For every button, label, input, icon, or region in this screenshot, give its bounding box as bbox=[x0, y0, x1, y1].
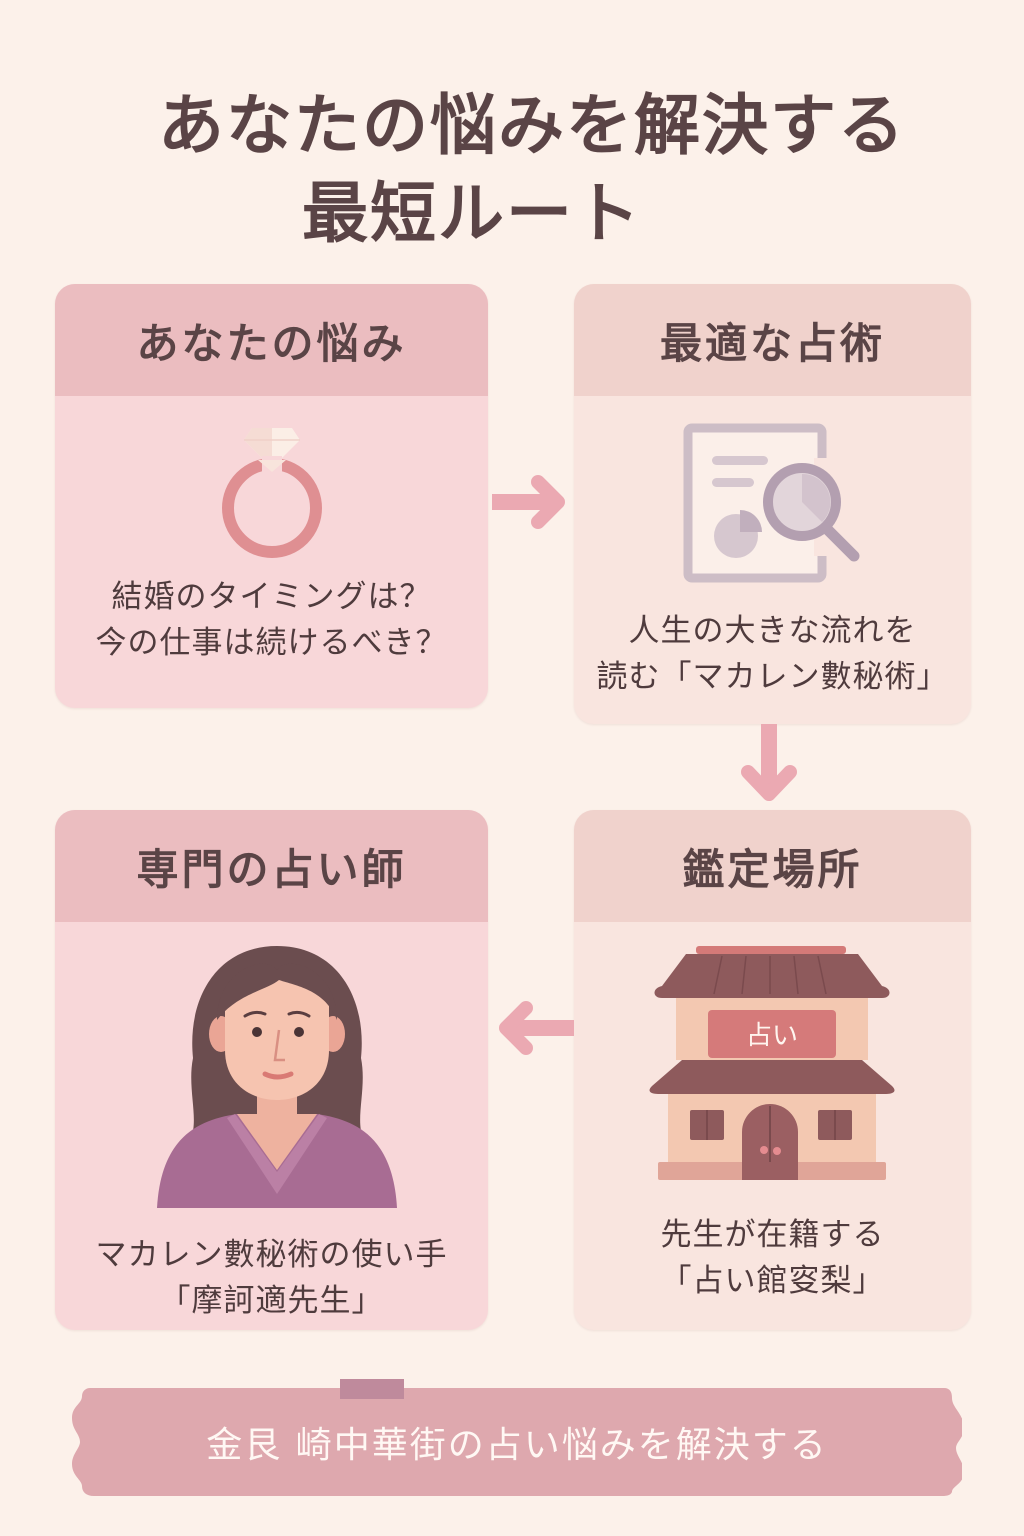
caption-line: 「占い館叜梨」 bbox=[660, 1263, 885, 1299]
step-heading: 専門の占い師 bbox=[55, 810, 488, 922]
arrow-left-icon bbox=[499, 1001, 574, 1055]
caption-line: 「摩訶適先生」 bbox=[159, 1283, 384, 1319]
step-card-fortune-teller: 専門の占い師 マカレン數秘術の使い手 bbox=[55, 810, 488, 1330]
caption-line: マカレン數秘術の使い手 bbox=[95, 1237, 448, 1273]
banner-tab bbox=[340, 1379, 404, 1399]
banner-text: 金艮 崎中華街の占い悩みを解決する bbox=[206, 1425, 828, 1466]
step-heading: 最適な占術 bbox=[574, 284, 971, 396]
step-heading: あなたの悩み bbox=[55, 284, 488, 396]
house-sign-text: 占い bbox=[746, 1021, 798, 1051]
arrow-right-icon bbox=[492, 475, 565, 529]
caption-line: 今の仕事は続けるべき？ bbox=[95, 625, 448, 661]
page-title-line-2: 最短ルート bbox=[302, 175, 642, 252]
bottom-banner bbox=[72, 1388, 962, 1496]
caption-line: 読む「マカレン數秘術」 bbox=[596, 659, 949, 695]
document-analysis-icon bbox=[683, 423, 860, 583]
caption-line: 結婚のタイミングは？ bbox=[111, 579, 432, 615]
step-card-venue: 鑑定場所 占い 先生が在籍する bbox=[574, 810, 971, 1330]
fortune-house-icon: 占い bbox=[649, 946, 895, 1180]
step-heading: 鑑定場所 bbox=[574, 810, 971, 922]
fortune-teller-avatar bbox=[157, 946, 397, 1208]
step-card-worries: あなたの悩み 結婚のタイミングは？ 今の仕事は続けるべき？ bbox=[55, 284, 488, 708]
caption-line: 人生の大きな流れを bbox=[628, 613, 917, 649]
caption-line: 先生が在籍する bbox=[660, 1217, 885, 1253]
ring-icon bbox=[222, 428, 322, 558]
arrow-down-icon bbox=[741, 724, 797, 801]
page-title-line-1: あなたの悩みを解決する bbox=[158, 87, 906, 164]
step-card-method: 最適な占術 人生の大きな流れを 読む「マカレン數秘術」 bbox=[574, 284, 971, 724]
